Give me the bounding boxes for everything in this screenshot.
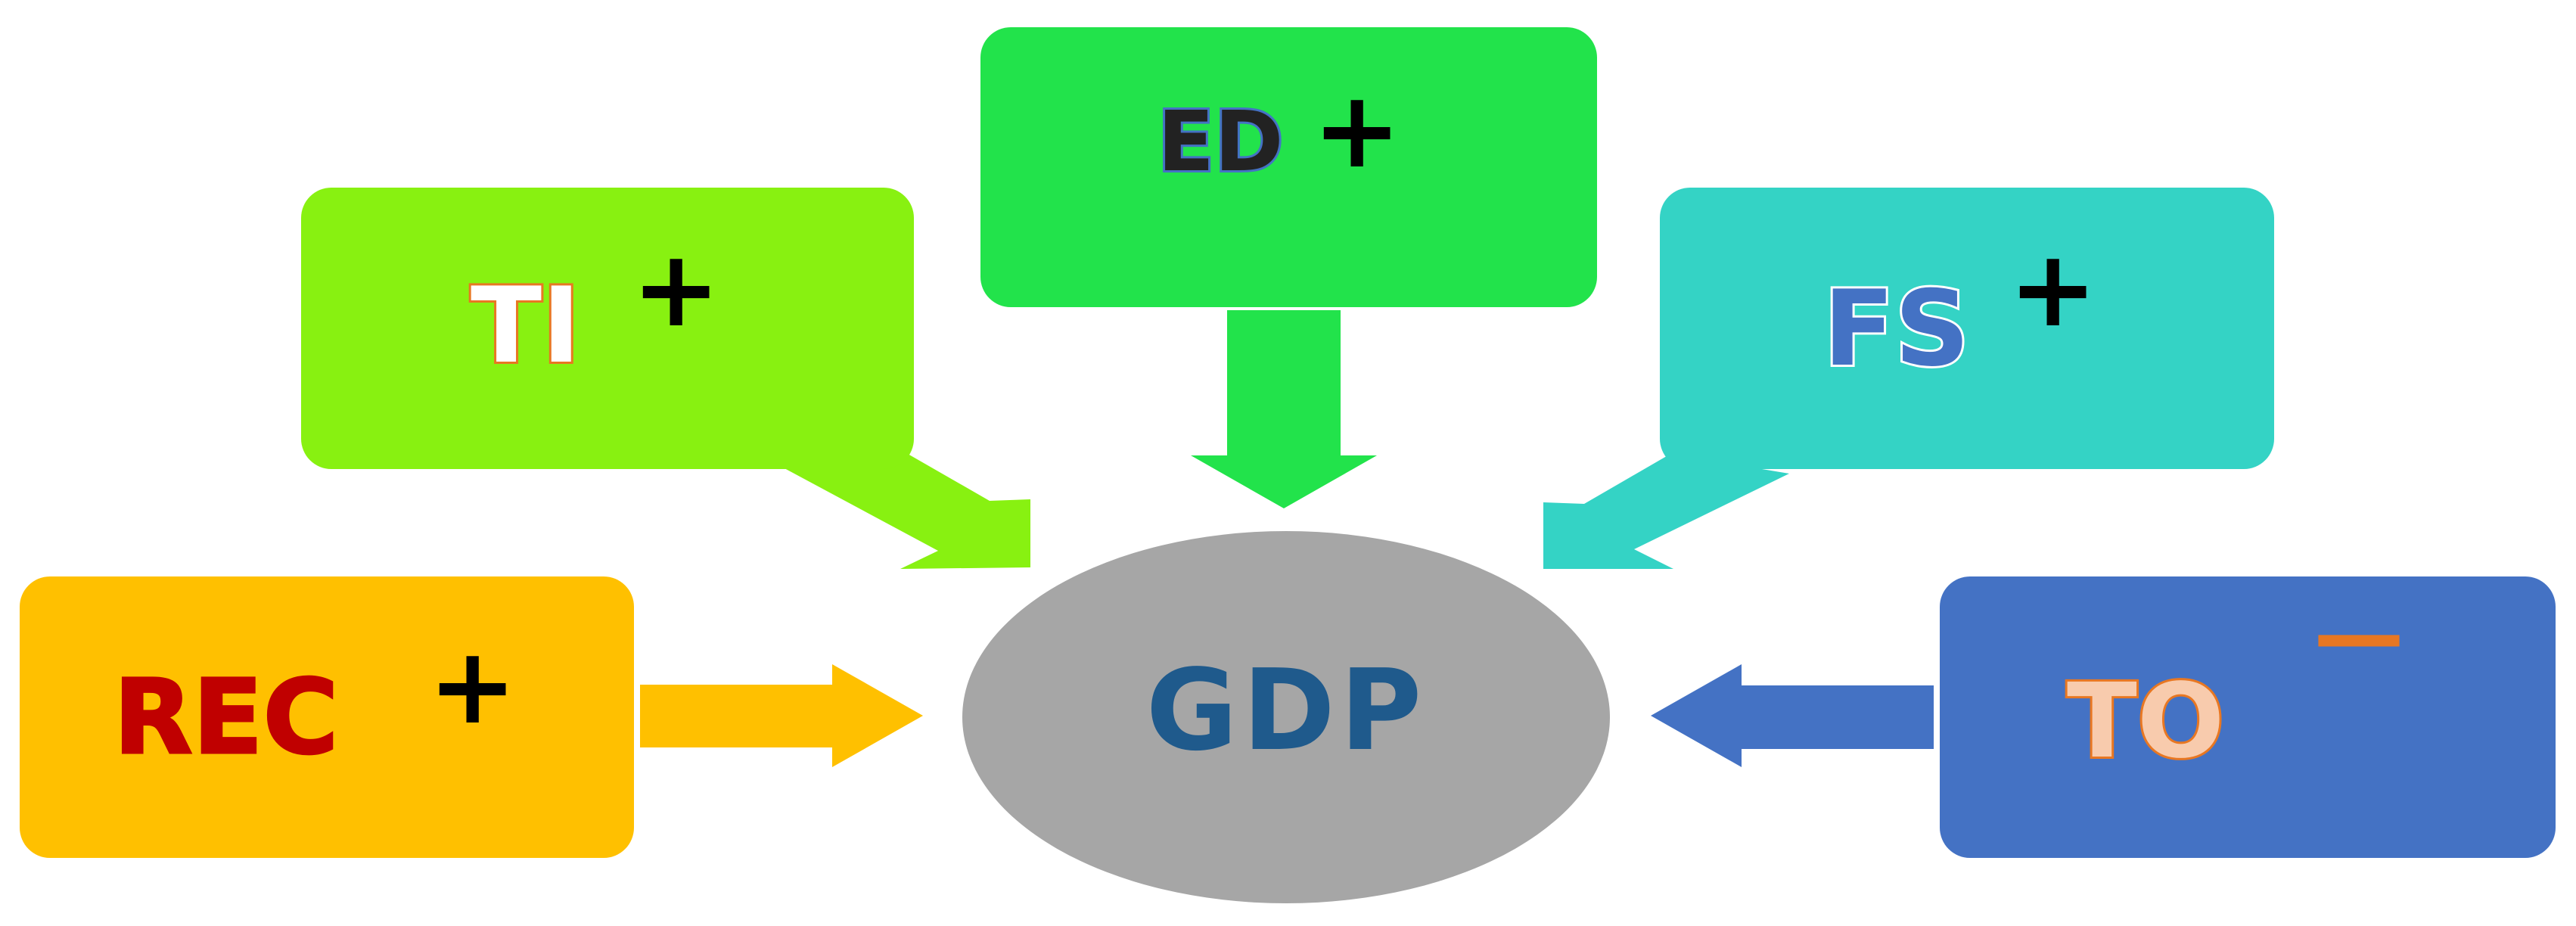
arrow-ti-to-gdp bbox=[783, 454, 1030, 569]
node-ed: ED + bbox=[980, 27, 1597, 307]
node-rec: REC + bbox=[20, 576, 634, 858]
arrow-fs-to-gdp bbox=[1543, 454, 1789, 569]
node-ti-label: TI bbox=[471, 265, 580, 387]
node-ed-box bbox=[980, 27, 1597, 307]
node-to: TO — bbox=[1940, 576, 2556, 858]
node-to-label: TO bbox=[2067, 662, 2224, 782]
arrow-to-to-gdp bbox=[1651, 664, 1934, 767]
gdp-ellipse bbox=[962, 531, 1610, 903]
node-rec-box bbox=[20, 576, 634, 858]
node-ed-label: ED bbox=[1157, 93, 1283, 190]
gdp-label: GDP bbox=[1146, 645, 1427, 775]
node-ed-sign: + bbox=[1313, 69, 1401, 192]
arrow-rec-to-gdp bbox=[640, 664, 923, 767]
node-fs-sign: + bbox=[2009, 228, 2097, 351]
node-ti: TI + bbox=[301, 188, 914, 469]
node-ti-box bbox=[301, 188, 914, 469]
node-ti-sign: + bbox=[632, 228, 720, 351]
node-fs-label: FS bbox=[1823, 268, 1970, 390]
node-rec-sign: + bbox=[428, 625, 517, 748]
node-fs-box bbox=[1660, 188, 2274, 469]
node-to-box bbox=[1940, 576, 2556, 858]
node-rec-label: REC bbox=[113, 658, 338, 778]
node-to-sign: — bbox=[2313, 583, 2404, 688]
arrow-ed-to-gdp bbox=[1191, 310, 1377, 508]
node-fs: FS + bbox=[1660, 188, 2274, 469]
